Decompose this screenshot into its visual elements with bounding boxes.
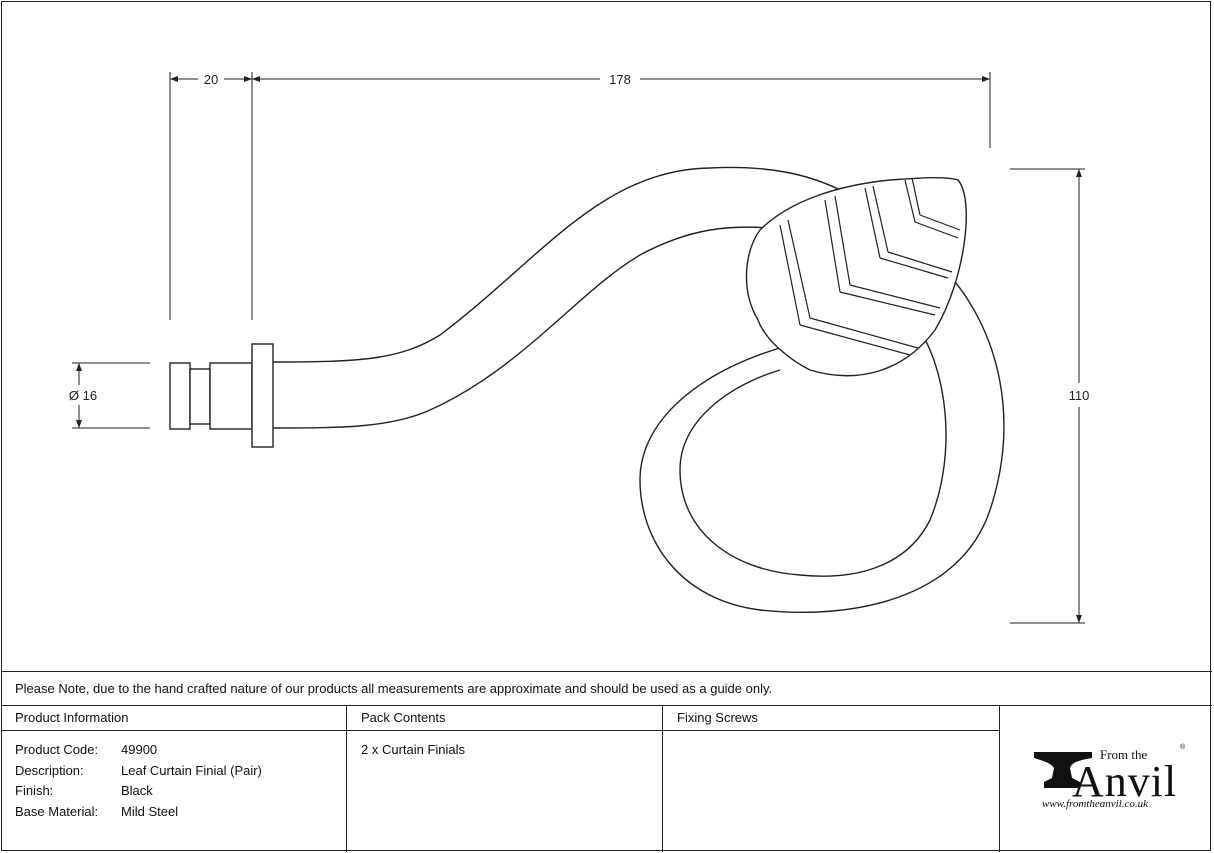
dimension-label-height: 110: [1069, 388, 1090, 403]
finish-value: Black: [121, 783, 153, 798]
finial-stem: [272, 166, 1005, 614]
base-material-label: Base Material:: [15, 804, 99, 819]
column-divider: [662, 706, 663, 852]
pack-contents-item: 2 x Curtain Finials: [361, 742, 466, 757]
table-header-divider: [1, 730, 1000, 731]
dimension-label-length: 178: [609, 72, 631, 87]
anvil-icon: [1034, 752, 1092, 788]
product-information-header: Product Information: [15, 710, 129, 725]
base-material-value: Mild Steel: [121, 804, 179, 819]
logo-registered-mark: ®: [1180, 744, 1186, 751]
description-value: Leaf Curtain Finial (Pair): [121, 763, 262, 778]
logo-url: www.fromtheanvil.co.uk: [1042, 798, 1149, 810]
finish-label: Finish:: [15, 783, 54, 798]
column-divider: [999, 706, 1000, 852]
product-code-label: Product Code:: [15, 742, 99, 757]
logo-wordmark: Anvil: [1072, 757, 1178, 806]
leaf-head: [745, 176, 967, 377]
brand-logo: From the ® Anvil www.fromtheanvil.co.uk: [1030, 742, 1190, 814]
finial-base: [169, 343, 274, 448]
technical-drawing: 20 178 Ø 16 110: [69, 72, 1090, 624]
product-code-value: 49900: [121, 742, 158, 757]
disclaimer-note: Please Note, due to the hand crafted nat…: [1, 671, 1212, 706]
dimension-label-width: 20: [204, 72, 218, 87]
fixing-screws-header: Fixing Screws: [677, 710, 758, 725]
description-label: Description:: [15, 763, 84, 778]
logo-from-text: From the: [1100, 747, 1148, 762]
dimension-label-diameter: Ø 16: [69, 388, 97, 403]
pack-contents-header: Pack Contents: [361, 710, 446, 725]
column-divider: [346, 706, 347, 852]
